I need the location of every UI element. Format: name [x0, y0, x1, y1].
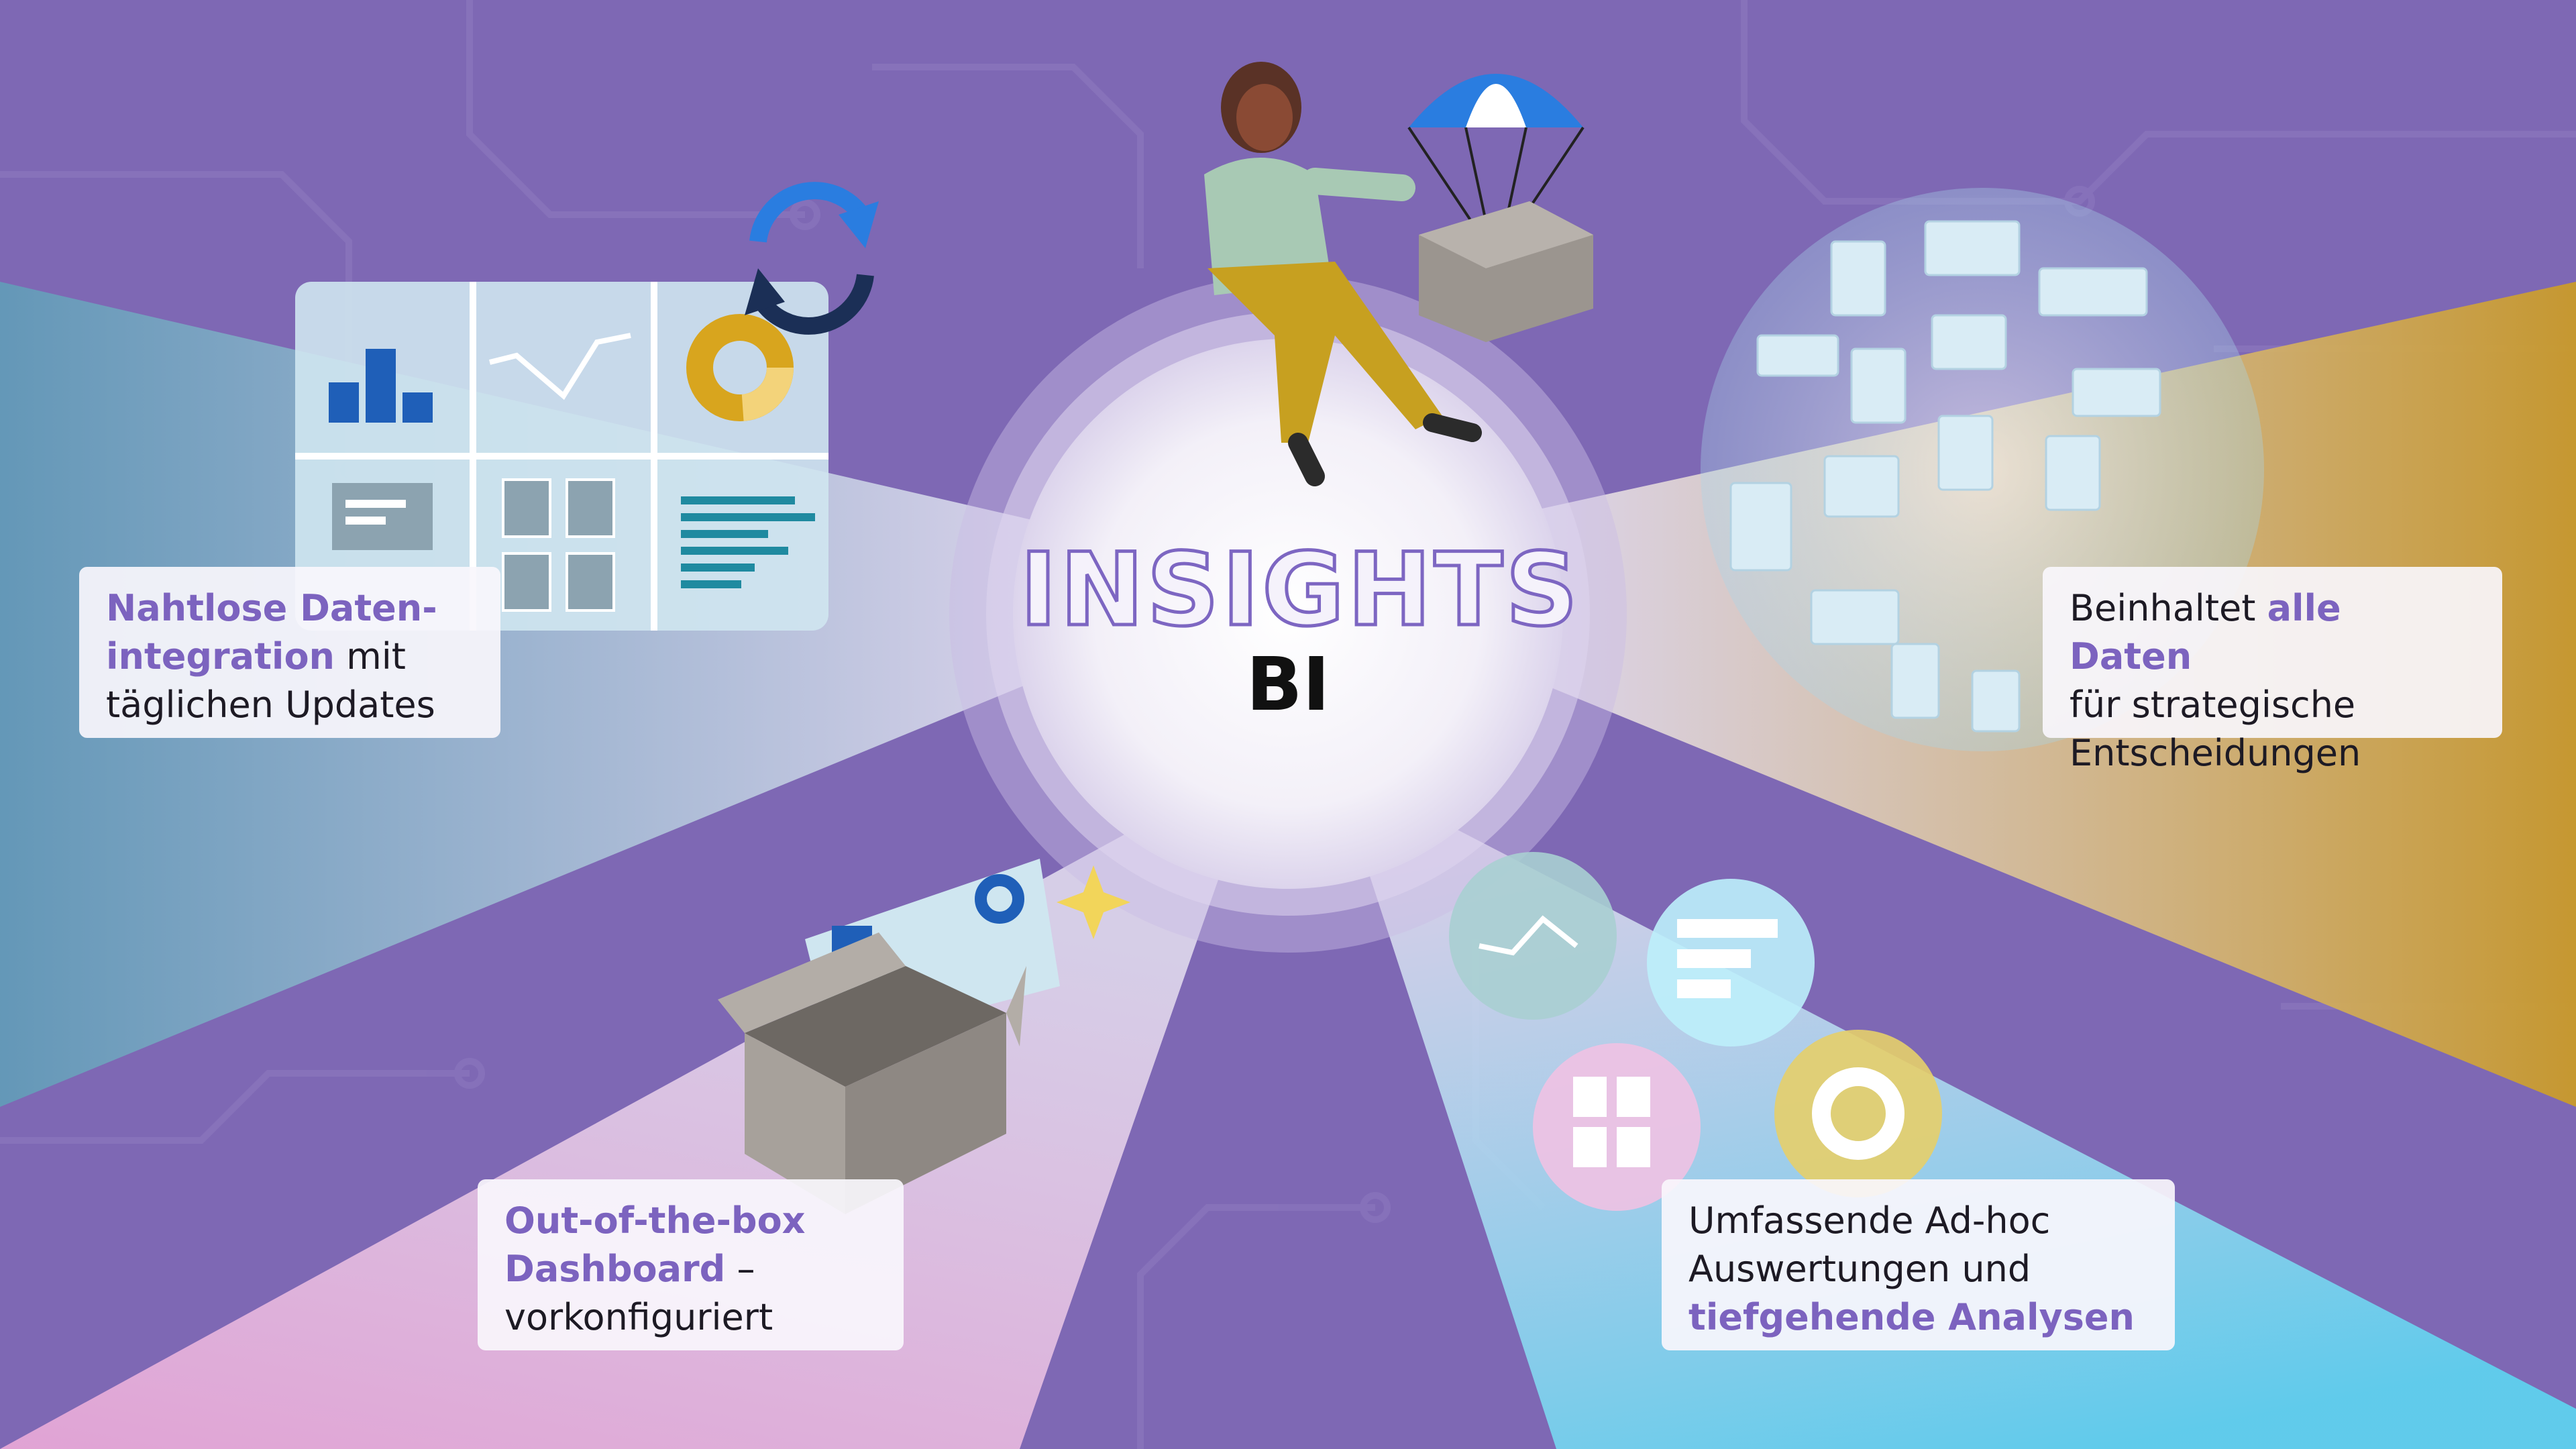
caption-text: –: [725, 1248, 755, 1290]
caption-text: Beinhaltet: [2070, 587, 2267, 629]
caption-text: Auswertungen und: [1688, 1248, 2031, 1290]
caption-bottom-right: Umfassende Ad-hoc Auswertungen und tiefg…: [1662, 1179, 2175, 1350]
refresh-arrows-icon: [745, 182, 879, 335]
caption-highlight: alle Daten: [2070, 587, 2341, 678]
caption-bottom-left: Out-of-the-box Dashboard – vorkonfigurie…: [478, 1179, 904, 1350]
analysis-bubbles: [1449, 852, 1942, 1211]
caption-highlight: integration: [106, 635, 335, 678]
caption-highlight: tiefgehende Analysen: [1688, 1296, 2135, 1338]
title-insights: INSIGHTS: [1018, 532, 1581, 649]
center-title: INSIGHTS BI: [1018, 532, 1581, 727]
open-box-icon: [718, 859, 1060, 1214]
caption-text: Entscheidungen: [2070, 732, 2361, 774]
caption-highlight: Out-of-the-box: [504, 1199, 806, 1242]
title-bi: BI: [1246, 641, 1330, 727]
center-circle: [1013, 339, 1563, 889]
caption-text: mit: [334, 635, 406, 678]
caption-top-left: Nahtlose Daten- integration mit tägliche…: [79, 567, 500, 738]
donut-chart-icon: [686, 314, 794, 421]
bar-chart-icon: [329, 349, 433, 423]
dashboard-panel-left: [295, 282, 828, 631]
line-chart-icon: [489, 333, 631, 400]
caption-text: Umfassende Ad-hoc: [1688, 1199, 2051, 1242]
caption-text: vorkonfiguriert: [504, 1296, 773, 1338]
caption-text: für strategische: [2070, 684, 2356, 726]
horizontal-bar-icon: [681, 496, 815, 588]
caption-highlight: Nahtlose Daten-: [106, 587, 437, 629]
person-illustration: [1204, 62, 1482, 486]
document-icon: [332, 483, 433, 550]
parachute-box-icon: [1407, 74, 1593, 342]
sparkle-icon: [1057, 865, 1130, 939]
caption-text: täglichen Updates: [106, 684, 435, 726]
caption-highlight: Dashboard: [504, 1248, 726, 1290]
caption-top-right: Beinhaltet alle Daten für strategische E…: [2043, 567, 2502, 774]
